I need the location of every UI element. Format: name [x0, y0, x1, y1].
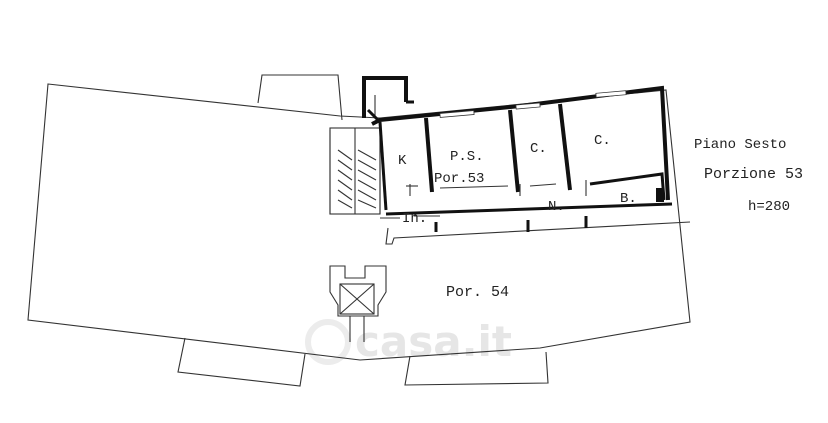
projection-bottom-left — [177, 337, 306, 387]
building-outline — [27, 83, 691, 361]
projection-top-left — [257, 74, 343, 121]
room-label-b: B. — [620, 191, 637, 207]
room-label-c2: C. — [594, 133, 611, 149]
apartment-53-walls — [362, 76, 691, 245]
watermark: casa.it — [305, 317, 512, 366]
room-label-c1: C. — [530, 141, 547, 157]
elevator — [329, 265, 387, 342]
projection-bottom-right — [404, 351, 549, 386]
room-label-ps: P.S. — [450, 149, 484, 165]
room-label-k: K — [398, 153, 407, 169]
room-label-in: In. — [402, 211, 427, 227]
height-label: h=280 — [748, 199, 790, 215]
room-label-por53: Por.53 — [434, 171, 484, 187]
room-label-por54: Por. 54 — [446, 284, 509, 301]
floor-label: Piano Sesto — [694, 137, 786, 153]
watermark-text: casa.it — [355, 317, 512, 366]
staircase — [329, 127, 381, 215]
portion-label: Porzione 53 — [704, 166, 803, 183]
room-label-n: N. — [548, 199, 565, 215]
